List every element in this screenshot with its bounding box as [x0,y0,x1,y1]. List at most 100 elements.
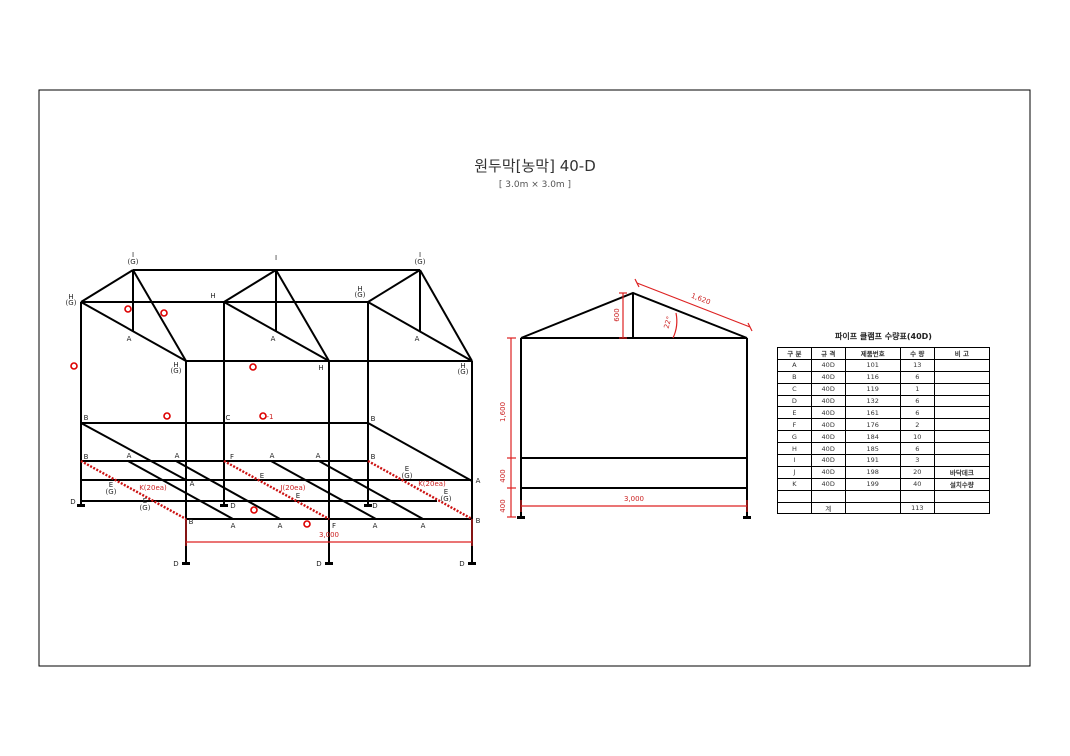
table-cell: 13 [899,358,935,372]
table-cell: 6 [899,394,935,408]
part-label: (G) [458,368,469,376]
table-cell: 20 [899,465,935,479]
part-label: A [271,335,276,343]
part-label: B [84,414,89,422]
part-label: D [459,560,464,568]
table-cell: 40D [810,477,846,491]
table-cell: A [777,358,812,372]
part-label: (G) [355,291,366,299]
part-label: E [296,492,300,500]
part-label: A [316,452,321,460]
table-cell: I [777,454,812,467]
part-label: H [173,361,178,369]
dim-angle: 22° [663,315,674,329]
table-cell: 161 [844,406,901,420]
table-cell: 40D [810,382,846,396]
part-label: H [210,292,215,300]
column-header: 규 격 [810,347,846,360]
table-cell: 40D [810,406,846,420]
column-header: 구 분 [777,347,812,360]
table-row [777,489,991,503]
table-cell: 40D [810,394,846,408]
part-label: K(20ea) [139,484,167,492]
table-cell: 184 [844,430,901,444]
drawing-border [38,89,1031,667]
part-label: (G) [171,367,182,375]
part-label: F [332,522,336,530]
part-label: C [226,414,231,422]
table-cell [899,489,935,503]
part-label: H [460,362,465,370]
table-cell: 40D [810,465,846,479]
part-label: D [316,560,321,568]
part-label: D [70,498,75,506]
drawing-subtitle: [ 3.0m × 3.0m ] [498,180,572,190]
deck-clamp-lines [80,459,473,521]
table-cell: F [777,418,812,432]
part-label: (G) [402,472,413,480]
part-label: I [419,251,421,259]
table-cell: 바닥데크 [933,465,991,479]
part-label: E [444,488,448,496]
table-cell: 199 [844,477,901,491]
dim-ridge-height: 600 [613,308,621,321]
part-label: A [190,480,195,488]
part-label: A [476,477,481,485]
dim-height-upper: 1,600 [499,402,507,422]
part-label: (G) [441,495,452,503]
part-label: H [357,285,362,293]
part-label: A [231,522,236,530]
table-cell: 191 [844,454,901,467]
part-label: 3,000 [319,531,339,539]
table-cell: 1 [899,382,935,396]
table-cell: 6 [899,442,935,456]
part-label: K(20ea) [418,480,446,488]
dim-width: 3,000 [624,495,644,503]
drawing-title: 원두막[농막] 40-D [474,157,596,175]
table-cell: J [777,465,812,479]
side-elevation-view: 1,600 400 400 600 1,620 22° 3,000 [499,278,753,519]
table-cell: 40D [810,370,846,384]
part-label: (G) [66,299,77,307]
table-cell: 40D [810,358,846,372]
table-cell: 40D [810,454,846,467]
part-label: B [371,453,376,461]
part-label: (G) [106,488,117,496]
part-label: H [68,293,73,301]
part-label: A [175,452,180,460]
part-label: A [270,452,275,460]
part-label: -1 [267,413,274,421]
table-cell [933,370,991,384]
table-cell: 3 [899,454,935,467]
table-cell [933,406,991,420]
part-label: D [230,502,235,510]
column-header: 수 량 [899,347,935,360]
table-cell: 185 [844,442,901,456]
table-cell: D [777,394,812,408]
table-cell: 40D [810,418,846,432]
table-cell: 6 [899,370,935,384]
table-cell: 10 [899,430,935,444]
part-label: A [127,452,132,460]
table-cell: 2 [899,418,935,432]
side-frame [520,291,748,517]
column-header: 비 고 [933,347,991,360]
part-label: F [230,453,234,461]
part-label: E [109,481,113,489]
table-cell: 40 [899,477,935,491]
table-cell [933,382,991,396]
part-label: B [189,518,194,526]
column-header: 제품번호 [844,347,901,360]
table-cell [777,501,812,515]
part-label: I [132,251,134,259]
table-cell: B [777,370,812,384]
